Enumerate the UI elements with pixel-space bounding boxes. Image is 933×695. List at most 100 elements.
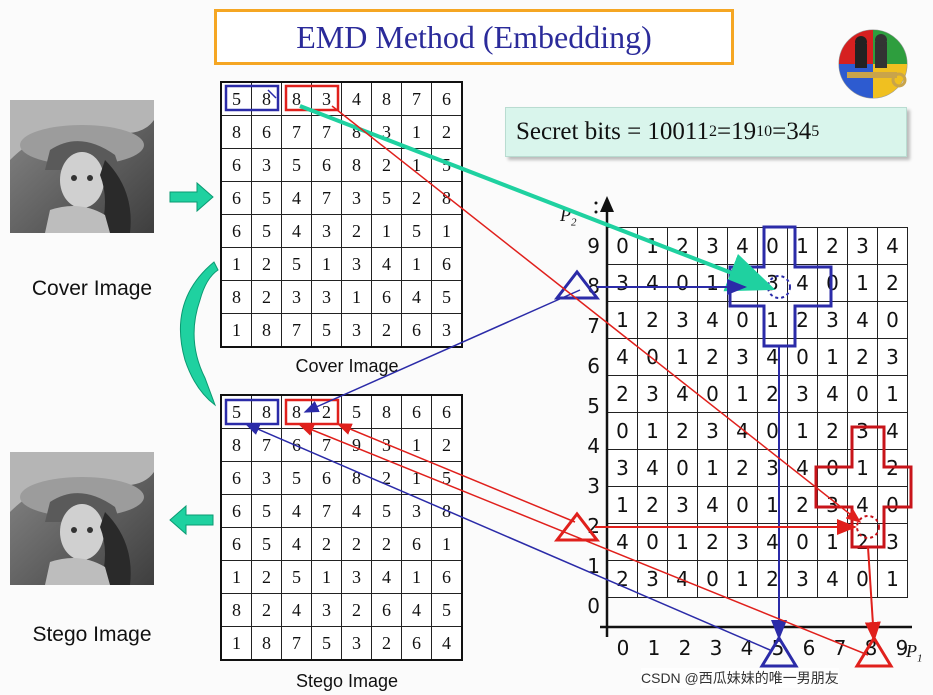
emd-value-cell: 3 — [787, 375, 818, 413]
csdn-watermark: CSDN @西瓜妹妹的唯一男朋友 — [641, 668, 839, 688]
stego-pixel-cell: 5 — [251, 527, 282, 561]
emd-value-cell: 2 — [757, 560, 788, 598]
emd-value-cell: 4 — [697, 301, 728, 339]
stego-pixel-cell: 3 — [341, 626, 372, 661]
stego-pixel-cell: 3 — [251, 461, 282, 495]
stego-pixel-cell: 6 — [371, 593, 402, 627]
stego-pixel-cell: 2 — [251, 560, 282, 594]
stego-pixel-cell: 6 — [220, 527, 252, 561]
slide-title: EMD Method (Embedding) — [214, 9, 734, 65]
emd-value-cell: 1 — [817, 338, 848, 376]
stego-pixel-cell: 8 — [220, 428, 252, 462]
cover-pixel-cell: 7 — [281, 115, 312, 149]
emd-value-cell: 3 — [847, 412, 878, 450]
cover-pixel-cell: 7 — [281, 313, 312, 348]
cover-pixel-cell: 1 — [341, 280, 372, 314]
cover-pixel-cell: 6 — [431, 81, 463, 116]
emd-value-cell: 1 — [847, 264, 878, 302]
cover-pixel-cell: 3 — [311, 280, 342, 314]
cover-pixel-cell: 1 — [220, 313, 252, 348]
emd-value-cell: 3 — [727, 338, 758, 376]
emd-value-cell: 0 — [787, 523, 818, 561]
cover-pixel-cell: 3 — [341, 181, 372, 215]
emd-value-cell: 4 — [727, 227, 758, 265]
y-tick-label: 6 — [587, 354, 600, 378]
emd-value-cell: 2 — [607, 560, 638, 598]
secret-base-5: 5 — [811, 123, 820, 140]
cover-pixel-cell: 5 — [311, 313, 342, 348]
y-tick-label: 9 — [587, 234, 600, 258]
stego-pixel-cell: 6 — [431, 560, 463, 594]
stego-pixel-cell: 2 — [371, 626, 402, 661]
cover-pixel-cell: 3 — [371, 115, 402, 149]
emd-value-cell: 3 — [607, 449, 638, 487]
cover-pixel-cell: 6 — [220, 148, 252, 182]
cover-pixel-cell: 8 — [220, 115, 252, 149]
emd-value-cell: 3 — [757, 264, 788, 302]
emd-value-cell: 3 — [877, 338, 908, 376]
cover-pixel-cell: 5 — [431, 148, 463, 182]
stego-pixel-cell: 2 — [371, 527, 402, 561]
emd-value-cell: 4 — [847, 486, 878, 524]
cover-pixel-cell: 3 — [251, 148, 282, 182]
emd-value-cell: 2 — [757, 375, 788, 413]
stego-pixel-cell: 5 — [281, 461, 312, 495]
emd-value-cell: 3 — [637, 560, 668, 598]
emd-value-cell: 0 — [847, 560, 878, 598]
stego-pixel-cell: 5 — [281, 560, 312, 594]
emd-value-cell: 1 — [727, 375, 758, 413]
emd-value-cell: 2 — [667, 412, 698, 450]
y-tick-label: 8 — [587, 274, 600, 298]
cover-pixel-cell: 5 — [251, 214, 282, 248]
cover-pixel-cell: 6 — [220, 181, 252, 215]
emd-value-cell: 4 — [667, 375, 698, 413]
y-tick-label: 4 — [587, 434, 600, 458]
stego-pixel-cell: 3 — [341, 560, 372, 594]
stego-pixel-cell: 9 — [341, 428, 372, 462]
emd-value-cell: 2 — [877, 449, 908, 487]
emd-value-cell: 0 — [817, 264, 848, 302]
emd-value-cell: 3 — [667, 486, 698, 524]
emd-value-cell: 4 — [877, 412, 908, 450]
x-tick-label: 4 — [740, 636, 754, 660]
cover-pixel-cell: 4 — [281, 181, 312, 215]
cover-pixel-cell: 2 — [371, 148, 402, 182]
stego-image-label: Stego Image — [32, 623, 152, 646]
cover-image-label: Cover Image — [31, 277, 153, 300]
cover-pixel-cell: 4 — [341, 81, 372, 116]
emd-value-cell: 0 — [697, 560, 728, 598]
emd-value-cell: 2 — [877, 264, 908, 302]
stego-pixel-cell: 1 — [401, 461, 432, 495]
stego-pixel-cell: 2 — [311, 527, 342, 561]
x-tick-label: 3 — [709, 636, 723, 660]
stego-pixel-cell: 8 — [220, 593, 252, 627]
cover-pixel-cell: 8 — [251, 81, 282, 116]
cover-pixel-cell: 5 — [281, 247, 312, 281]
emd-value-cell: 1 — [847, 449, 878, 487]
cover-pixel-cell: 8 — [281, 81, 312, 116]
p1-axis-label: P1 — [906, 641, 923, 665]
emd-value-cell: 3 — [607, 264, 638, 302]
cover-pixel-cell: 6 — [431, 247, 463, 281]
cover-pixel-cell: 7 — [401, 81, 432, 116]
emd-value-cell: 3 — [877, 523, 908, 561]
stego-pixel-cell: 6 — [401, 527, 432, 561]
x-tick-label: 6 — [802, 636, 816, 660]
emd-value-cell: 1 — [727, 560, 758, 598]
x-tick-label: 8 — [864, 636, 878, 660]
stego-pixel-cell: 8 — [251, 626, 282, 661]
emd-value-cell: 2 — [697, 523, 728, 561]
secret-prefix: Secret bits = 10011 — [516, 118, 710, 145]
